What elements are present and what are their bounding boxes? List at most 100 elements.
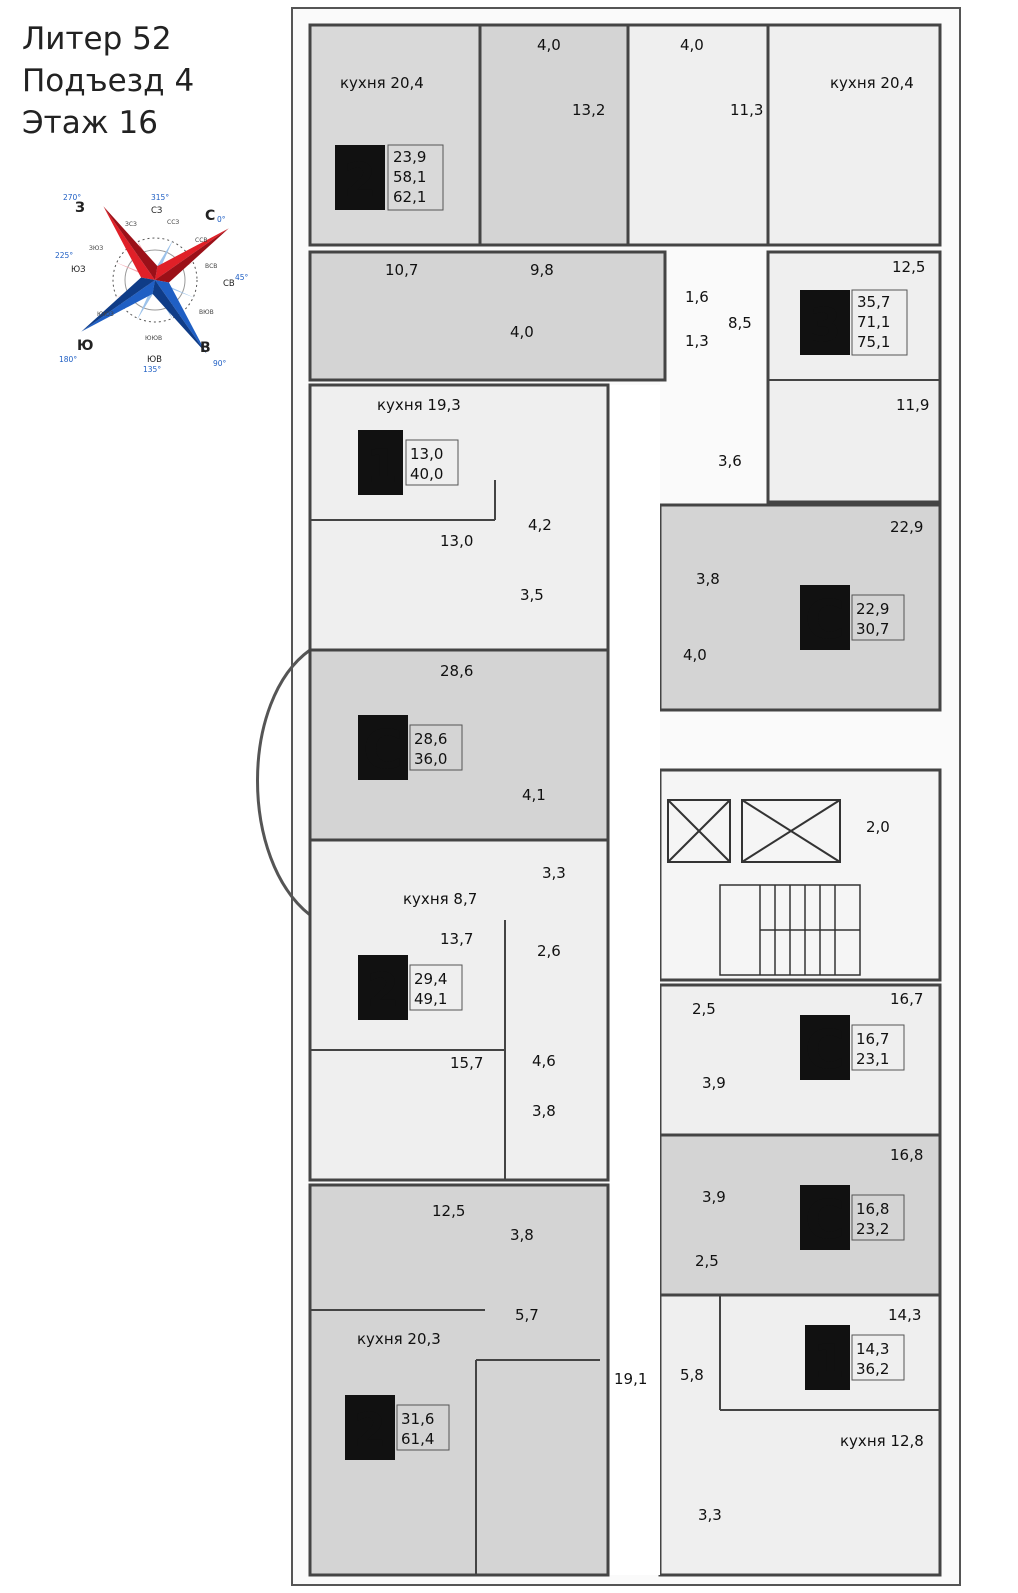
apartment-fills [308,23,942,1577]
apartment-badges: 2 23,9 58,1 62,1 3 35,7 71,1 75,1 1 13,0… [335,144,908,1460]
apartment-area-box [396,1404,450,1451]
gross-area: 62,1 [393,188,426,206]
compass-south: Ю [77,338,93,354]
floor-label: Этаж 16 [22,105,158,141]
building-label: Литер 52 [22,21,172,57]
room-label: 3,6 [718,452,742,470]
apartment-area-box [851,1194,905,1241]
apartment-area-box [405,439,459,486]
entrance-label: Подъезд 4 [22,63,195,99]
apartment-type: 2 [354,1403,386,1457]
total-area: 49,1 [414,990,447,1008]
room-label: 4,2 [528,516,552,534]
apartment-type-badge [800,1185,850,1250]
apartment-type-badge [800,585,850,650]
living-area: 23,9 [393,148,426,166]
apartment-area-box [851,594,905,641]
compass-nw: СЗ [151,206,162,216]
total-area: 23,2 [856,1220,889,1238]
apartment-type: С [805,1018,845,1081]
room-label: 4,6 [532,1052,556,1070]
room-label: 4,0 [680,36,704,54]
living-area: 31,6 [401,1410,434,1428]
apartment-type-badge [358,715,408,780]
compass-minor: ЗЮЗ [89,245,103,252]
room-label: 3,8 [532,1102,556,1120]
apartment-area-box [851,1334,905,1381]
apartment-type: 3 [809,298,841,352]
total-area: 30,7 [856,620,889,638]
floor-header: Литер 52 Подъезд 4 Этаж 16 [22,18,194,144]
compass-minor: ЮЮВ [145,335,162,342]
room-label: кухня 12,8 [840,1432,924,1450]
apartment-type: С [805,588,845,651]
room-label: 11,3 [730,101,763,119]
apartment-type: 1 [366,439,398,493]
room-label: 5,8 [680,1366,704,1384]
room-label: 4,0 [683,646,707,664]
total-area: 61,4 [401,1430,434,1448]
compass-deg-west: 270° [63,193,81,202]
apartment-area-box [851,1024,905,1071]
corridor [610,385,660,1575]
room-label: 13,7 [440,930,473,948]
room-label: 3,8 [510,1226,534,1244]
total-area: 36,2 [856,1360,889,1378]
room-label: 13,2 [572,101,605,119]
room-label: 5,7 [515,1306,539,1324]
room-label: кухня 8,7 [403,890,477,908]
living-area: 14,3 [856,1340,889,1358]
total-area: 23,1 [856,1050,889,1068]
compass-deg-east: 90° [213,359,227,368]
room-label: кухня 19,3 [377,396,461,414]
room-label: 11,9 [896,396,929,414]
total-area: 71,1 [857,313,890,331]
room-label: 28,6 [440,662,473,680]
apartment-area-box [851,289,908,356]
compass-north: С [205,208,215,224]
apartment-type-badge [800,290,850,355]
apartment-type: С [363,718,403,781]
room-label: 2,5 [695,1252,719,1270]
room-label: 10,7 [385,261,418,279]
compass-se: ЮВ [147,355,162,365]
total-area: 36,0 [414,750,447,768]
total-area: 58,1 [393,168,426,186]
room-label: 2,0 [866,818,890,836]
compass-main-star [81,206,229,354]
compass-deg-ne: 45° [235,273,249,282]
apt-3 [766,250,942,504]
living-area: 13,0 [410,445,443,463]
room-label: 14,3 [888,1306,921,1324]
room-label: 22,9 [890,518,923,536]
room-label: 2,5 [692,1000,716,1018]
compass-west: З [75,200,85,216]
compass-deg-nw: 315° [151,193,169,202]
room-label: 2,6 [537,942,561,960]
living-area: 29,4 [414,970,447,988]
apt-2-south-west [308,1183,610,1577]
room-13-2 [478,23,630,247]
compass-minor: ССВ [195,237,208,244]
apartment-type-badge [805,1325,850,1390]
living-area: 22,9 [856,600,889,618]
kitchen-20-4-ne [766,23,942,247]
room-11-3 [626,23,770,247]
room-label: 3,5 [520,586,544,604]
room-label: кухня 20,4 [340,74,424,92]
apartment-type: 2 [367,963,399,1017]
room-label: 3,3 [698,1506,722,1524]
room-label: 19,1 [614,1370,647,1388]
apartment-area-box [387,144,444,211]
total-area: 40,0 [410,465,443,483]
compass-deg-sw: 225° [55,251,73,260]
apartment-type: 1 [813,1334,845,1388]
compass-deg-south: 180° [59,355,77,364]
compass-minor: ВСВ [205,263,217,270]
room-label: 12,5 [892,258,925,276]
stairs-icon [719,884,861,976]
apt-2-north-west [308,23,482,247]
room-labels: кухня 20,4 4,0 4,0 кухня 20,4 13,2 11,3 … [340,36,929,1524]
compass-ring [112,237,198,323]
apt-10-7 [308,250,667,382]
